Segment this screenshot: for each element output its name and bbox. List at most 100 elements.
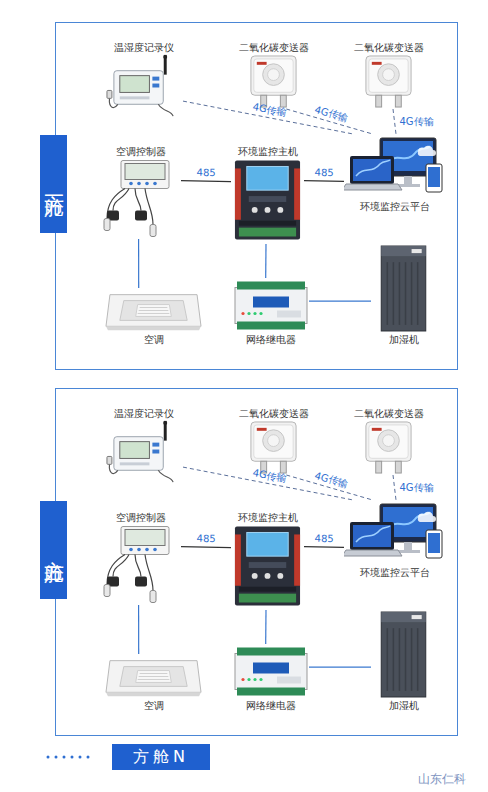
- illustration-part: [239, 221, 296, 226]
- illustration-part: [241, 312, 244, 315]
- illustration-part: [233, 278, 309, 333]
- panel-tab: 方舱一: [40, 135, 67, 233]
- illustration-part: [268, 435, 280, 447]
- device-illustration: [371, 610, 436, 699]
- illustration-part: [268, 69, 280, 81]
- illustration-part: [405, 628, 407, 691]
- illustration-part: [254, 425, 293, 458]
- illustration-part: [252, 573, 258, 579]
- illustration-part: [120, 667, 187, 687]
- illustration-part: [280, 461, 286, 473]
- illustration-part: [426, 530, 442, 558]
- illustration-part: [277, 573, 283, 579]
- illustration-part: [120, 462, 150, 465]
- illustration-part: [104, 585, 110, 597]
- illustration-part: [251, 422, 296, 461]
- illustration-part: [140, 673, 168, 674]
- illustration-part: [376, 461, 382, 473]
- illustration-part: [371, 610, 436, 699]
- device-node: 环境监控云平台: [344, 134, 446, 213]
- illustration-part: [236, 54, 311, 109]
- illustration-part: [426, 164, 442, 192]
- illustration-part: [104, 654, 203, 699]
- wireless-link: [393, 109, 396, 134]
- illustration-part: [263, 64, 285, 86]
- illustration-part: [164, 55, 167, 75]
- illustration-part: [294, 168, 300, 219]
- wired-link: [181, 180, 231, 182]
- illustration-part: [120, 301, 187, 321]
- device-node: 空调控制器: [101, 145, 181, 239]
- illustration-part: [150, 225, 156, 237]
- illustration-part: [418, 146, 436, 156]
- illustration-part: [104, 288, 203, 333]
- illustration-part: [381, 246, 426, 331]
- device-node: 温湿度记录仪: [104, 41, 183, 119]
- illustration-part: [138, 313, 170, 314]
- wireless-link: [183, 101, 353, 134]
- wired-link: [304, 546, 344, 548]
- illustration-part: [120, 76, 150, 93]
- device-illustration: [104, 54, 183, 119]
- device-node: 二氧化碳变送器: [236, 407, 311, 475]
- device-node: 温湿度记录仪: [104, 407, 183, 485]
- illustration-part: [265, 207, 271, 213]
- illustration-part: [366, 56, 411, 95]
- illustration-part: [140, 307, 168, 308]
- illustration-part: [235, 534, 241, 585]
- illustration-part: [383, 69, 395, 81]
- device-illustration: [101, 524, 181, 605]
- device-illustration: [371, 244, 436, 333]
- illustration-part: [277, 207, 283, 213]
- device-illustration: [101, 158, 181, 239]
- illustration-part: [253, 678, 256, 681]
- device-node: 二氧化碳变送器: [351, 41, 426, 109]
- illustration-part: [114, 71, 163, 105]
- device-node: 二氧化碳变送器: [351, 407, 426, 475]
- illustration-part: [239, 587, 296, 592]
- illustration-part: [153, 182, 157, 186]
- illustration-part: [265, 573, 271, 579]
- illustration-part: [393, 262, 395, 325]
- illustration-part: [129, 182, 133, 186]
- illustration-part: [277, 311, 301, 318]
- device-label: 加湿机: [371, 699, 436, 712]
- illustration-part: [259, 678, 262, 681]
- illustration-part: [366, 422, 411, 461]
- illustration-part: [129, 548, 133, 552]
- illustration-part: [257, 62, 267, 65]
- illustration-part: [120, 442, 150, 459]
- illustration-part: [164, 421, 167, 441]
- illustration-part: [247, 312, 250, 315]
- wireless-link: [393, 475, 396, 500]
- illustration-part: [344, 184, 402, 190]
- illustration-part: [280, 95, 286, 107]
- edge-label: 485: [314, 167, 333, 179]
- illustration-part: [106, 295, 201, 327]
- device-illustration: [231, 524, 304, 610]
- device-node: 空调: [104, 288, 203, 346]
- illustration-part: [252, 207, 258, 213]
- panel-tab: 方舱二: [40, 501, 67, 599]
- illustration-part: [137, 182, 141, 186]
- illustration-part: [137, 548, 141, 552]
- illustration-part: [253, 663, 289, 674]
- illustration-part: [233, 644, 309, 699]
- device-illustration: [344, 500, 446, 566]
- device-illustration: [351, 420, 426, 475]
- illustration-part: [411, 628, 413, 691]
- illustration-part: [393, 628, 395, 691]
- device-illustration: [351, 54, 426, 109]
- illustration-part: [125, 530, 165, 546]
- illustration-part: [372, 62, 382, 65]
- illustration-part: [249, 562, 286, 568]
- illustration-part: [104, 420, 183, 485]
- illustration-part: [371, 244, 436, 333]
- illustration-part: [153, 548, 157, 552]
- device-illustration: [236, 54, 311, 109]
- illustration-part: [247, 678, 250, 681]
- illustration-part: [372, 428, 382, 431]
- illustration-part: [145, 182, 149, 186]
- wired-link: [309, 301, 371, 302]
- illustration-part: [101, 158, 181, 239]
